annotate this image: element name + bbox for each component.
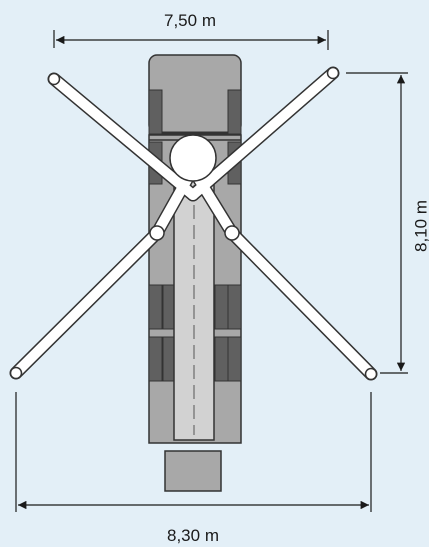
- dimension-top-label: 7,50 m: [164, 11, 216, 30]
- outrigger-rear-right: [227, 228, 376, 379]
- outrigger-rear-left: [11, 228, 162, 378]
- outrigger-front-right: [188, 68, 338, 200]
- wheel-rear-right-1: [214, 284, 229, 330]
- turret-circle: [169, 134, 217, 182]
- joints: [9, 66, 378, 381]
- wheel-rear-right-3: [214, 336, 229, 382]
- wheel-rear-left-3: [148, 336, 163, 382]
- pad-front-left: [47, 72, 61, 86]
- pad-front-right: [326, 66, 340, 80]
- wheel-rear-right-4: [227, 336, 242, 382]
- wheel-front-left: [148, 89, 163, 135]
- dimension-top: [53, 30, 329, 50]
- boom: [173, 177, 215, 441]
- dimension-side-label: 8,10 m: [411, 200, 429, 252]
- wheel-rear-right-2: [227, 284, 242, 330]
- pad-rear-right: [364, 367, 378, 381]
- dimension-bottom-label: 8,30 m: [167, 526, 219, 545]
- outrigger-arms: [9, 66, 378, 381]
- outrigger-link-right: [192, 171, 237, 238]
- pad-rear-left: [9, 366, 23, 380]
- dimension-bottom: [15, 392, 372, 512]
- rear-platform: [164, 450, 222, 492]
- wheel-rear-left-1: [148, 284, 163, 330]
- joint-left: [149, 225, 165, 241]
- outrigger-link-left: [152, 171, 194, 238]
- dimension-right: [346, 72, 408, 374]
- outrigger-front-left: [49, 74, 198, 200]
- vehicle-cab: [148, 54, 242, 134]
- wheel-front-right: [227, 89, 242, 135]
- joint-right: [224, 225, 240, 241]
